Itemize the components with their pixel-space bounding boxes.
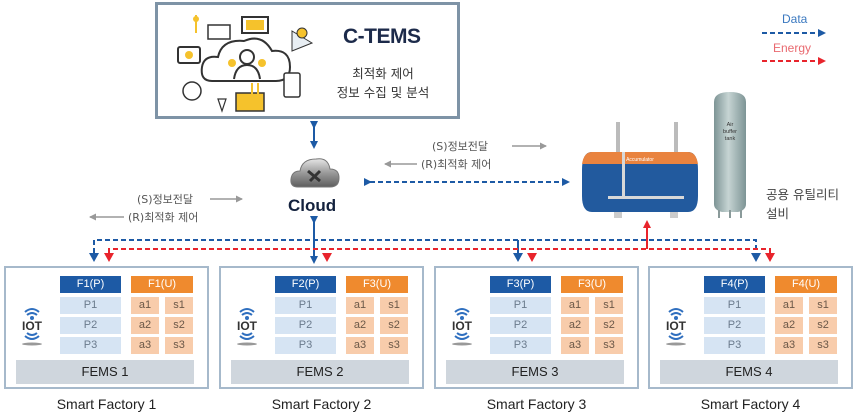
energy-drop-4	[765, 253, 775, 262]
data-drop-3	[513, 253, 523, 262]
process-cell: P2	[704, 317, 765, 334]
data-bus	[93, 239, 757, 253]
utility-equipment-icon: Accumulator Air buffer tank	[582, 92, 746, 218]
iot-icon: IOT	[660, 304, 692, 346]
utility-a-cell: a1	[775, 297, 803, 314]
utility-a-cell: a3	[346, 337, 374, 354]
energy-drop-3	[527, 253, 537, 262]
process-cell: P1	[490, 297, 551, 314]
process-cell: P2	[60, 317, 121, 334]
utility-s-cell: s3	[165, 337, 193, 354]
ctems-title: C-TEMS	[343, 25, 421, 48]
energy-drop-1	[104, 253, 114, 262]
utility-s-cell: s2	[380, 317, 408, 334]
factory-name-3: Smart Factory 3	[486, 396, 587, 412]
utility-s-cell: s1	[595, 297, 623, 314]
utility-a-cell: a3	[131, 337, 159, 354]
utility-s-cell: s3	[595, 337, 623, 354]
utility-header: F3(U)	[346, 276, 408, 293]
utility-a-cell: a2	[131, 317, 159, 334]
utility-s-cell: s1	[809, 297, 837, 314]
utility-a-cell: a2	[346, 317, 374, 334]
utility-s-cell: s2	[595, 317, 623, 334]
fems-bar: FEMS 3	[446, 360, 624, 384]
utility-header: F1(U)	[131, 276, 193, 293]
utility-s-cell: s3	[809, 337, 837, 354]
left-send-note: (S)정보전달	[137, 193, 194, 206]
metal-cloud-icon	[290, 158, 340, 188]
svg-text:tank: tank	[725, 136, 736, 142]
utility-a-cell: a1	[346, 297, 374, 314]
svg-text:Air: Air	[727, 122, 734, 128]
left-receive-note: (R)최적화 제어	[128, 211, 199, 224]
process-cell: P1	[704, 297, 765, 314]
legend-energy-label: Energy	[773, 41, 812, 55]
process-header: F3(P)	[490, 276, 551, 293]
utility-a-cell: a2	[561, 317, 589, 334]
energy-drop-2	[322, 253, 332, 262]
data-drop-4	[751, 253, 761, 262]
data-drop-1	[89, 253, 99, 262]
right-send-note: (S)정보전달	[432, 140, 489, 153]
utility-header: F4(U)	[775, 276, 837, 293]
process-cell: P1	[275, 297, 336, 314]
svg-text:IOT: IOT	[22, 319, 43, 333]
utility-a-cell: a2	[775, 317, 803, 334]
iot-icon: IOT	[16, 304, 48, 346]
utility-a-cell: a3	[775, 337, 803, 354]
right-receive-note: (R)최적화 제어	[421, 158, 492, 171]
utility-label-1: 공용 유틸리티	[766, 187, 839, 202]
utility-s-cell: s1	[380, 297, 408, 314]
fems-bar: FEMS 4	[660, 360, 838, 384]
process-cell: P1	[60, 297, 121, 314]
svg-text:IOT: IOT	[666, 319, 687, 333]
process-header: F4(P)	[704, 276, 765, 293]
factory-name-4: Smart Factory 4	[700, 396, 801, 412]
ctems-subtitle-2: 정보 수집 및 분석	[336, 85, 430, 100]
process-cell: P3	[275, 337, 336, 354]
process-cell: P3	[490, 337, 551, 354]
svg-text:IOT: IOT	[237, 319, 258, 333]
accumulator-label: Accumulator	[626, 157, 654, 163]
utility-s-cell: s1	[165, 297, 193, 314]
process-cell: P3	[704, 337, 765, 354]
utility-label-2: 설비	[766, 206, 790, 221]
factory-name-2: Smart Factory 2	[271, 396, 372, 412]
utility-s-cell: s2	[165, 317, 193, 334]
process-header: F2(P)	[275, 276, 336, 293]
legend-data-label: Data	[782, 12, 808, 26]
iot-icon: IOT	[446, 304, 478, 346]
utility-a-cell: a1	[131, 297, 159, 314]
svg-text:IOT: IOT	[452, 319, 473, 333]
process-cell: P3	[60, 337, 121, 354]
process-header: F1(P)	[60, 276, 121, 293]
iot-icon: IOT	[231, 304, 263, 346]
svg-text:buffer: buffer	[723, 129, 737, 135]
utility-a-cell: a3	[561, 337, 589, 354]
utility-a-cell: a1	[561, 297, 589, 314]
ctems-panel: C-TEMS 최적화 제어 정보 수집 및 분석	[155, 2, 460, 119]
utility-s-cell: s2	[809, 317, 837, 334]
ctems-subtitle-1: 최적화 제어	[352, 66, 414, 81]
cloud-label: Cloud	[288, 196, 337, 215]
factory-name-1: Smart Factory 1	[56, 396, 157, 412]
utility-header: F3(U)	[561, 276, 623, 293]
fems-bar: FEMS 1	[16, 360, 194, 384]
fems-bar: FEMS 2	[231, 360, 409, 384]
cloud-network-illustration-icon	[177, 15, 314, 113]
process-cell: P2	[490, 317, 551, 334]
energy-bus	[108, 248, 771, 253]
utility-s-cell: s3	[380, 337, 408, 354]
process-cell: P2	[275, 317, 336, 334]
